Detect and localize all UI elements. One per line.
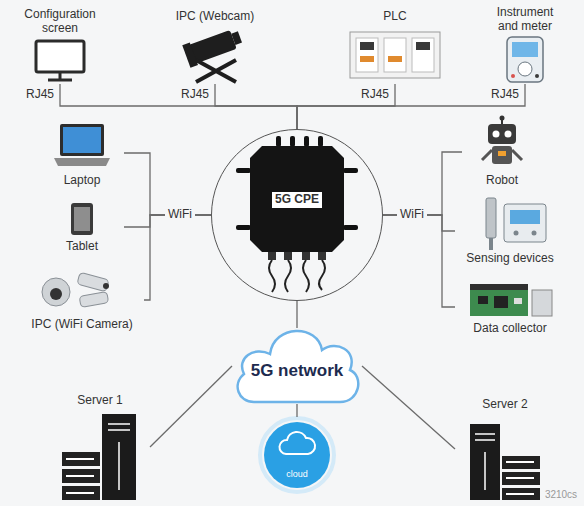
cloud-node: cloud bbox=[259, 417, 335, 493]
tablet-icon bbox=[71, 203, 93, 235]
monitor-icon bbox=[36, 41, 84, 80]
connector bbox=[60, 84, 297, 129]
device-node: Tablet bbox=[40, 200, 124, 254]
node-label: Data collector bbox=[473, 322, 546, 336]
connector bbox=[124, 153, 211, 215]
node-label: Laptop bbox=[64, 174, 101, 188]
connector bbox=[383, 215, 455, 307]
server-node: Server 1 bbox=[50, 394, 150, 500]
device-node: Laptop bbox=[40, 118, 124, 188]
webcam-icon bbox=[182, 26, 244, 82]
device-node: Instrument and meter bbox=[487, 6, 563, 84]
link-label: WiFi bbox=[165, 208, 195, 222]
cpe-circle: 5G CPE bbox=[211, 129, 383, 301]
node-label: Configuration screen bbox=[17, 8, 103, 36]
server-icon bbox=[62, 414, 136, 500]
node-label: Instrument and meter bbox=[487, 6, 563, 34]
cloud-badge bbox=[260, 418, 334, 492]
port-label: RJ45 bbox=[179, 88, 211, 102]
port-label: RJ45 bbox=[359, 88, 391, 102]
node-label: 5G network bbox=[251, 361, 344, 381]
device-node: Sensing devices bbox=[455, 196, 565, 266]
device-node: IPC (WiFi Camera) bbox=[20, 268, 144, 332]
connector bbox=[215, 84, 297, 129]
robot-icon bbox=[482, 116, 522, 165]
node-label: Server 1 bbox=[77, 394, 122, 408]
connector bbox=[150, 366, 232, 447]
network-cloud: 5G network bbox=[232, 328, 362, 404]
node-label: Server 2 bbox=[482, 398, 527, 412]
device-node: Configuration screen bbox=[17, 8, 103, 84]
node-label: Robot bbox=[486, 174, 518, 188]
link-label: WiFi bbox=[397, 208, 427, 222]
sensor-icon bbox=[486, 198, 546, 250]
connector bbox=[362, 366, 455, 449]
device-node: IPC (Webcam) bbox=[170, 10, 260, 84]
connector bbox=[144, 215, 211, 300]
cloud-shape bbox=[238, 331, 359, 402]
node-label: IPC (WiFi Camera) bbox=[31, 318, 132, 332]
wifi-camera-icon bbox=[42, 272, 109, 307]
meter-icon bbox=[507, 37, 543, 82]
connector bbox=[296, 404, 297, 417]
cpe-device bbox=[236, 136, 358, 292]
port-label: RJ45 bbox=[489, 88, 521, 102]
connector bbox=[383, 152, 462, 215]
connector bbox=[296, 301, 297, 328]
connector bbox=[297, 84, 525, 129]
device-node: Data collector bbox=[455, 278, 565, 336]
watermark: 3210cs bbox=[542, 489, 580, 501]
node-label: Tablet bbox=[66, 240, 98, 254]
device-node: Robot bbox=[462, 116, 542, 188]
collector-icon bbox=[470, 284, 552, 316]
node-label: Sensing devices bbox=[466, 252, 553, 266]
node-label: IPC (Webcam) bbox=[176, 10, 254, 24]
laptop-icon bbox=[54, 124, 110, 166]
server-node: Server 2 bbox=[455, 398, 555, 500]
device-node: PLC bbox=[340, 10, 450, 84]
port-label: RJ45 bbox=[24, 88, 56, 102]
server-icon bbox=[470, 424, 540, 500]
node-label: PLC bbox=[383, 10, 406, 24]
plc-icon bbox=[350, 32, 440, 78]
node-label: cloud bbox=[286, 469, 308, 479]
node-label: 5G CPE bbox=[272, 192, 322, 208]
